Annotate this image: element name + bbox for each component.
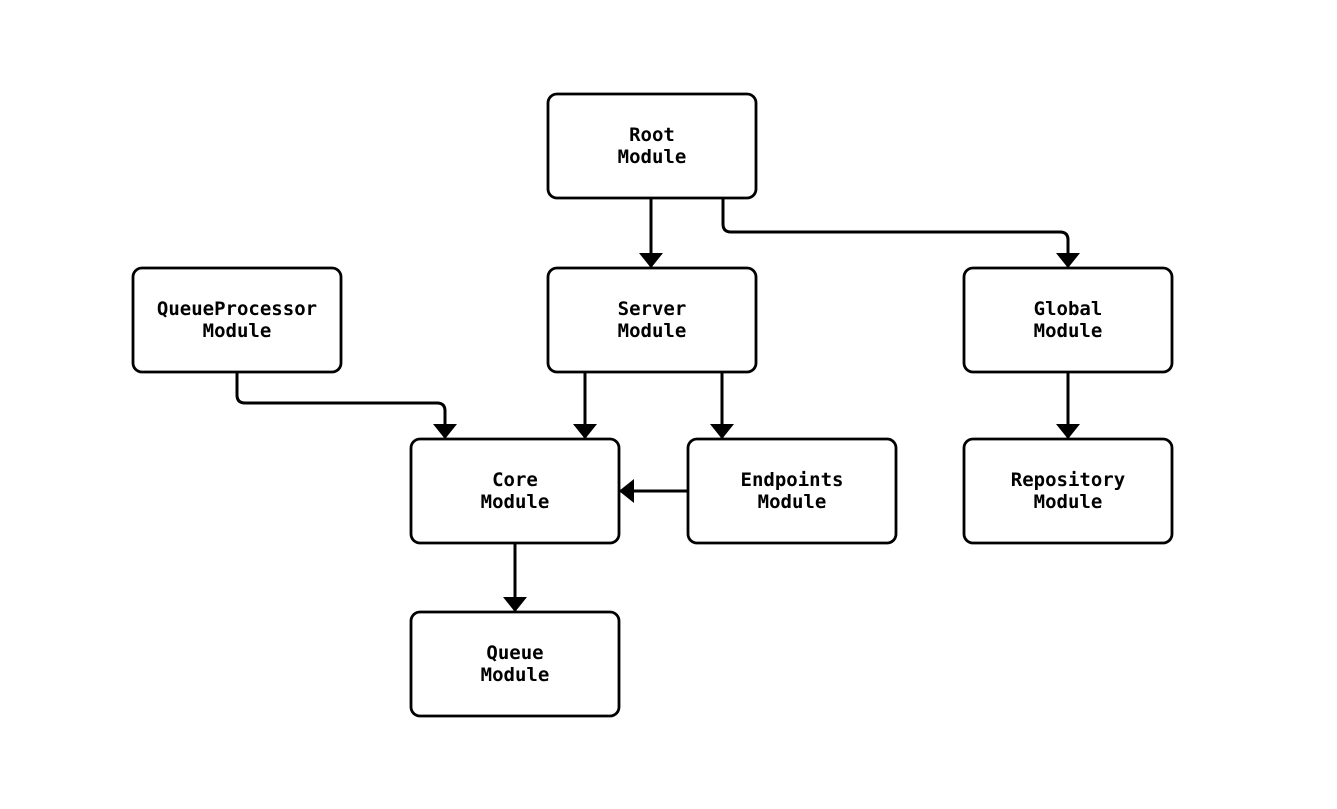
edge-line-queueprocessor-to-core [235,372,457,439]
edge-line-root-to-global [721,198,1080,268]
edges-layer [235,198,1080,612]
node-box-repository-module [962,437,1174,545]
node-box-queue-module [409,610,621,718]
node-box-global-module [962,266,1174,374]
node-box-queueprocessor-module [131,266,343,374]
node-box-root-module [546,92,758,200]
edge-root-to-global [721,198,1080,268]
node-box-server-module [546,266,758,374]
node-box-core-module [409,437,621,545]
node-box-endpoints-module [686,437,898,545]
edge-queueprocessor-to-core [235,372,457,439]
